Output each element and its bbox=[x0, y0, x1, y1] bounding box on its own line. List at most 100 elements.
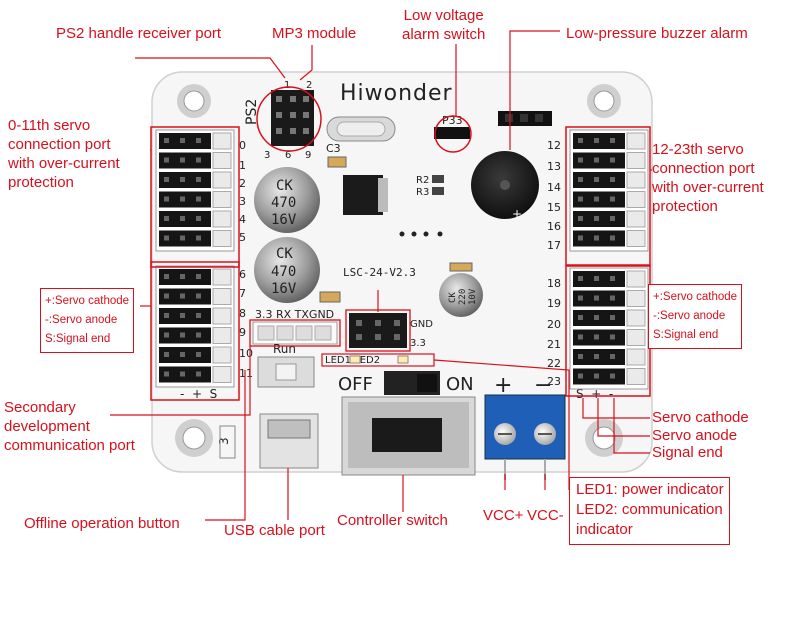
svg-text:+: + bbox=[494, 373, 512, 398]
power-terminal: + − bbox=[484, 373, 566, 480]
svg-text:CK: CK bbox=[276, 246, 293, 262]
right-servo-header-top bbox=[569, 129, 649, 252]
left-channel-number: 0 bbox=[239, 139, 246, 152]
v33-silk: 3.3 bbox=[410, 338, 426, 349]
on-silk: ON bbox=[446, 374, 474, 395]
r3-silk: R3 bbox=[416, 187, 429, 198]
servo-bank-frame bbox=[565, 126, 651, 266]
right-pin-letters: S + - bbox=[576, 387, 613, 401]
left-servo-header-bottom bbox=[155, 265, 235, 388]
mounting-hole-tl bbox=[177, 84, 211, 118]
svg-text:CK: CK bbox=[276, 178, 293, 194]
svg-text:16V: 16V bbox=[271, 212, 297, 228]
svg-text:10V: 10V bbox=[468, 288, 478, 305]
offline-run-button[interactable] bbox=[257, 356, 315, 388]
capacitor-2: CK 470 16V bbox=[254, 237, 320, 303]
right-channel-number: 15 bbox=[547, 201, 561, 214]
mp3-module-label: MP3 module bbox=[272, 25, 357, 42]
left-channel-number: 7 bbox=[239, 287, 246, 300]
servo-anode-label: Servo anode bbox=[652, 427, 738, 444]
off-silk: OFF bbox=[338, 374, 373, 395]
left-channel-number: 11 bbox=[239, 367, 253, 380]
left-channel-number: 4 bbox=[239, 213, 246, 226]
offline-button-label: Offline operation button bbox=[24, 515, 180, 532]
capacitor-3: CK 220 10V bbox=[439, 273, 483, 317]
c3-silk: C3 bbox=[326, 142, 341, 155]
left-servo-header-top bbox=[155, 129, 235, 252]
controller-switch[interactable] bbox=[341, 396, 476, 476]
svg-text:470: 470 bbox=[271, 264, 296, 280]
right-channel-number: 19 bbox=[547, 297, 561, 310]
vcc-minus-label: VCC- bbox=[527, 507, 564, 524]
r2-silk: R2 bbox=[416, 175, 429, 186]
left-channel-number: 1 bbox=[239, 159, 246, 172]
svg-text:220: 220 bbox=[458, 289, 468, 305]
mp3-header bbox=[349, 313, 407, 348]
leader-line bbox=[597, 398, 650, 437]
leader-line bbox=[205, 370, 246, 521]
left-channel-number: 9 bbox=[239, 326, 246, 339]
buzzer: + bbox=[471, 151, 539, 221]
p33-jumper bbox=[434, 127, 470, 139]
leader-line bbox=[299, 45, 313, 81]
servo-cathode-label: Servo cathode bbox=[652, 409, 749, 426]
svg-text:16V: 16V bbox=[271, 281, 297, 297]
leader-line bbox=[110, 346, 251, 416]
board-brand: Hiwonder bbox=[340, 81, 453, 106]
left-channel-number: 3 bbox=[239, 195, 246, 208]
leader-line bbox=[582, 398, 650, 419]
controller-switch-label: Controller switch bbox=[337, 512, 448, 529]
buzzer-alarm-label: Low-pressure buzzer alarm bbox=[566, 25, 748, 42]
left-channel-number: 2 bbox=[239, 177, 246, 190]
ps2-pin-2: 2 bbox=[306, 80, 312, 91]
right-channel-number: 20 bbox=[547, 318, 561, 331]
usb-port-label: USB cable port bbox=[224, 522, 325, 539]
svg-text:470: 470 bbox=[271, 195, 296, 211]
right-channel-number: 21 bbox=[547, 338, 561, 351]
right-channel-number: 13 bbox=[547, 160, 561, 173]
capacitor-1: CK 470 16V bbox=[254, 167, 320, 233]
right-channel-number: 17 bbox=[547, 239, 561, 252]
svg-text:CK: CK bbox=[448, 292, 458, 303]
uart-frame bbox=[249, 319, 341, 347]
gnd-silk: GND bbox=[410, 319, 433, 330]
right-servo-header-bottom bbox=[569, 267, 649, 390]
ps2-silk: PS2 bbox=[244, 99, 260, 125]
left-channel-number: 8 bbox=[239, 307, 246, 320]
usb-port[interactable] bbox=[259, 413, 319, 469]
signal-end-label: Signal end bbox=[652, 444, 723, 461]
left-channel-number: 5 bbox=[239, 231, 246, 244]
svg-text:−: − bbox=[534, 373, 552, 398]
uart-silk: 3.3 RX TXGND bbox=[255, 308, 334, 321]
run-silk: Run bbox=[273, 342, 296, 356]
board-model: LSC-24-V2.3 bbox=[343, 266, 416, 279]
ps2-pin-9: 9 bbox=[305, 150, 311, 161]
right-channel-number: 14 bbox=[547, 181, 561, 194]
ps2-port-label: PS2 handle receiver port bbox=[56, 25, 222, 42]
leader-line bbox=[613, 398, 650, 454]
ps2-pin-3: 3 bbox=[264, 150, 270, 161]
servo-bank-frame bbox=[150, 261, 240, 401]
ps2-pin-1: 1 bbox=[284, 80, 290, 91]
mounting-hole-tr bbox=[587, 84, 621, 118]
voltage-regulator bbox=[343, 175, 383, 215]
leader-line bbox=[433, 359, 570, 490]
right-channel-number: 23 bbox=[547, 375, 561, 388]
ps2-highlight bbox=[256, 86, 322, 152]
leader-line bbox=[135, 57, 286, 79]
usb-side-silk: 3 bbox=[217, 437, 231, 445]
mounting-hole-bl bbox=[175, 419, 213, 457]
ps2-pin-6: 6 bbox=[285, 150, 291, 161]
leader-line bbox=[509, 30, 560, 150]
right-channel-number: 18 bbox=[547, 277, 561, 290]
left-pin-letters: - + S bbox=[180, 387, 217, 401]
mounting-hole-br bbox=[585, 419, 623, 457]
